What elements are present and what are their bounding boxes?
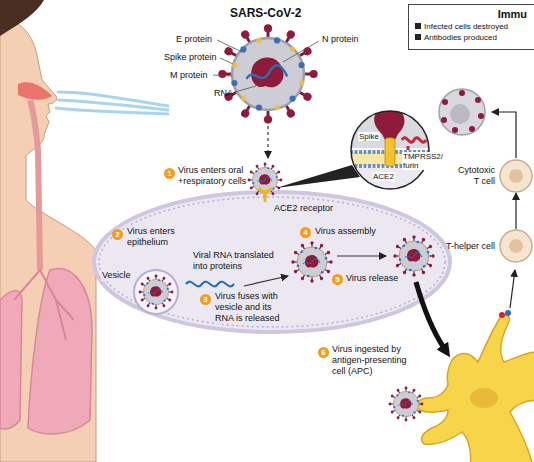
zoom-inset <box>350 108 432 192</box>
destroyed-cell <box>452 127 458 133</box>
virus-in-vesicle <box>139 275 174 310</box>
leader-line <box>283 41 319 62</box>
viral-rna <box>186 282 234 287</box>
part-label: Vesicle <box>101 270 132 281</box>
destroyed-cell <box>439 89 485 135</box>
destroyed-cell <box>442 99 448 105</box>
step-text: Virus ingested by antigen-presenting cel… <box>332 344 418 377</box>
immune-cell: Cytotoxic T cell <box>451 159 533 193</box>
leader-line <box>213 40 319 92</box>
leader-line <box>213 75 232 76</box>
bullet-text: Infected cells destroyed <box>415 21 527 32</box>
connector-arrow <box>515 193 516 229</box>
process-arrow <box>244 276 288 286</box>
presentation-arrow <box>510 270 515 308</box>
airflow <box>56 108 168 114</box>
airflow <box>56 92 168 114</box>
destroyed-cell <box>475 97 481 103</box>
part-label: RNA <box>214 88 233 99</box>
part-label: Spike protein <box>164 52 217 63</box>
destroyed-cell <box>439 89 485 135</box>
immune-cell: T-helper cell <box>446 229 533 263</box>
box-heading: Immu <box>415 8 527 21</box>
kill-arrow <box>492 112 516 158</box>
step-text: Virus release <box>345 273 399 284</box>
zoom-inset <box>351 111 429 189</box>
part-label: M protein <box>170 70 208 81</box>
zoom-inset <box>402 138 426 150</box>
antigen-presenting-cell <box>470 388 498 408</box>
cell-shape <box>499 229 533 263</box>
uptake-arrow <box>416 282 444 348</box>
ace2-receptor <box>259 188 271 202</box>
human-figure <box>0 291 22 430</box>
zoom-inset <box>351 111 429 189</box>
epithelial-cell <box>94 192 450 332</box>
cell-nucleus <box>509 239 523 253</box>
part-label: Spike <box>358 132 380 141</box>
bullet-text: Antibodies produced <box>415 32 527 43</box>
step-text: Virus enters oral +respiratory cells <box>178 165 260 187</box>
destroyed-cell <box>478 113 484 119</box>
callout-number: 6 <box>318 347 329 358</box>
process-arrow <box>337 255 386 256</box>
human-figure <box>0 20 96 462</box>
vesicle <box>134 270 178 314</box>
antigen-presenting-cell <box>505 310 511 316</box>
leader-line <box>220 58 233 64</box>
human-figure <box>18 82 52 99</box>
leader-line <box>217 40 242 52</box>
part-label: TMPRSS2/ furin <box>402 152 450 170</box>
vesicle <box>134 270 178 314</box>
callout-number: 4 <box>300 227 311 238</box>
zoom-wedge <box>276 165 360 188</box>
human-figure <box>14 270 74 340</box>
cell-label: Cytotoxic T cell <box>451 165 495 187</box>
ingested-virus <box>389 387 424 422</box>
step-text: Viral RNA translated into proteins <box>192 250 286 272</box>
callout-number: 2 <box>112 229 123 240</box>
destroyed-cell <box>450 104 470 124</box>
human-figure <box>28 269 92 434</box>
leader-line <box>235 86 256 92</box>
cell-nucleus <box>509 169 523 183</box>
antigen-presenting-cell <box>418 310 534 462</box>
summary-box: ImmuInfected cells destroyedAntibodies p… <box>408 4 534 50</box>
cell-label: T-helper cell <box>446 241 495 252</box>
epithelial-cell <box>99 197 445 327</box>
human-figure <box>0 0 96 462</box>
callout-number: 3 <box>200 294 211 305</box>
sars-cov-2-virion <box>218 24 317 123</box>
step-text: Virus fuses with vesicle and its RNA is … <box>214 291 288 324</box>
cell-body <box>500 160 532 192</box>
callout-number: 1 <box>164 168 175 179</box>
zoom-inset <box>385 138 395 166</box>
callout-number: 5 <box>332 274 343 285</box>
epithelial-cell <box>94 192 450 332</box>
part-label: ACE2 <box>372 172 395 181</box>
cell-body <box>500 230 532 262</box>
zoom-inset <box>350 108 432 192</box>
human-figure <box>30 100 40 270</box>
part-label: ACE2 receptor <box>273 203 334 214</box>
entry-arrow <box>267 126 268 158</box>
cell-shape <box>499 159 533 193</box>
destroyed-cell <box>459 90 465 96</box>
destroyed-cell <box>441 117 447 123</box>
human-figure <box>0 0 44 36</box>
released-virus <box>393 235 434 276</box>
part-label: N protein <box>322 34 359 45</box>
assembling-virus <box>291 241 332 282</box>
step-text: Virus assembly <box>314 226 377 237</box>
part-label: E protein <box>176 34 212 45</box>
antigen-presenting-cell <box>499 312 505 318</box>
step-text: Virus enters epithelium <box>126 226 184 248</box>
virus-title: SARS-CoV-2 <box>230 6 301 20</box>
antigen-presenting-cell <box>418 315 534 462</box>
destroyed-cell <box>469 126 475 132</box>
